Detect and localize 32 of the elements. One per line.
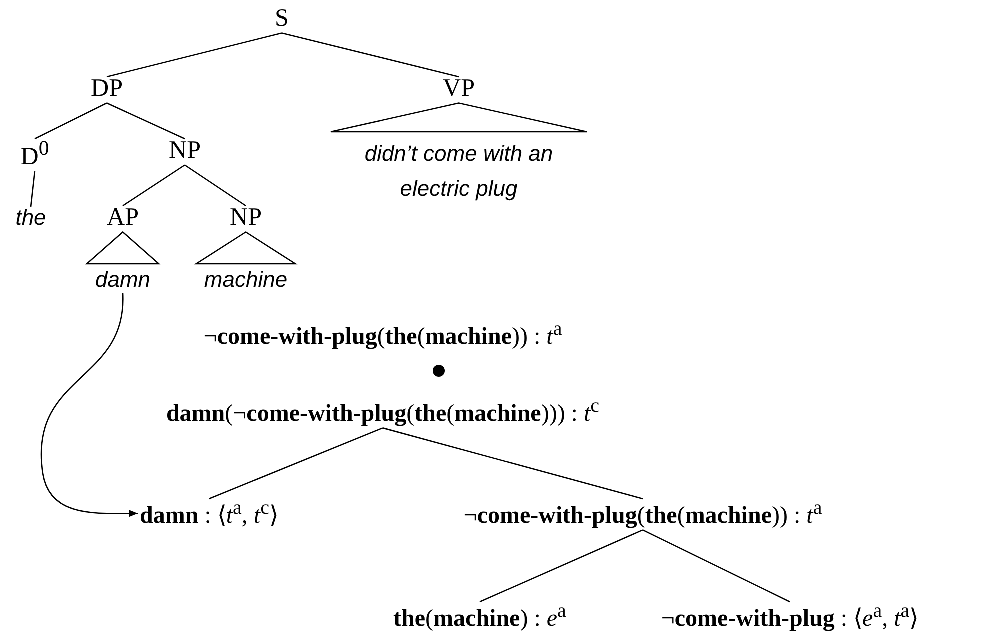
category-label: S: [275, 6, 289, 32]
tree-branch: [106, 102, 186, 140]
arrow: [41, 293, 138, 518]
tree-branch: [106, 32, 282, 78]
formula-label: damn(¬come-with-plug(the(machine))) : t$^{c}$: [166, 396, 600, 428]
category-label: NP: [230, 205, 262, 232]
tree-branch: [642, 530, 790, 603]
word-label: damn: [95, 268, 151, 292]
category-label: D$^{0}$: [20, 138, 50, 171]
formula-label: ¬come-with-plug : ⟨e$^{a}$, t$^{a}$⟩: [661, 601, 919, 632]
tree-branch: [382, 428, 644, 500]
tree-roof-triangle: [330, 102, 588, 133]
formula-label: the(machine) : e$^{a}$: [394, 601, 566, 632]
category-label: NP: [169, 138, 201, 164]
category-label: VP: [443, 76, 475, 102]
tree-branch: [480, 530, 644, 603]
formula-label: ¬come-with-plug(the(machine)) : t$^{a}$: [464, 498, 822, 530]
category-label: AP: [107, 205, 139, 232]
tree-branch: [122, 164, 186, 207]
tree-branch: [30, 172, 36, 208]
word-label: machine: [204, 268, 288, 292]
phrase-label: didn’t come with an electric plug: [339, 136, 579, 206]
formula-label: damn : ⟨t$^{a}$, t$^{c}$⟩: [140, 498, 278, 530]
word-label: the: [16, 206, 46, 230]
category-label: DP: [91, 76, 123, 102]
tree-branch: [184, 164, 246, 207]
tree-branch: [209, 428, 384, 500]
tree-roof-triangle: [194, 231, 298, 265]
tree-branch: [34, 102, 108, 140]
tree-branch: [282, 32, 460, 78]
formula-label: ¬come-with-plug(the(machine)) : t$^{a}$: [204, 319, 562, 350]
tree-roof-triangle: [85, 231, 161, 265]
